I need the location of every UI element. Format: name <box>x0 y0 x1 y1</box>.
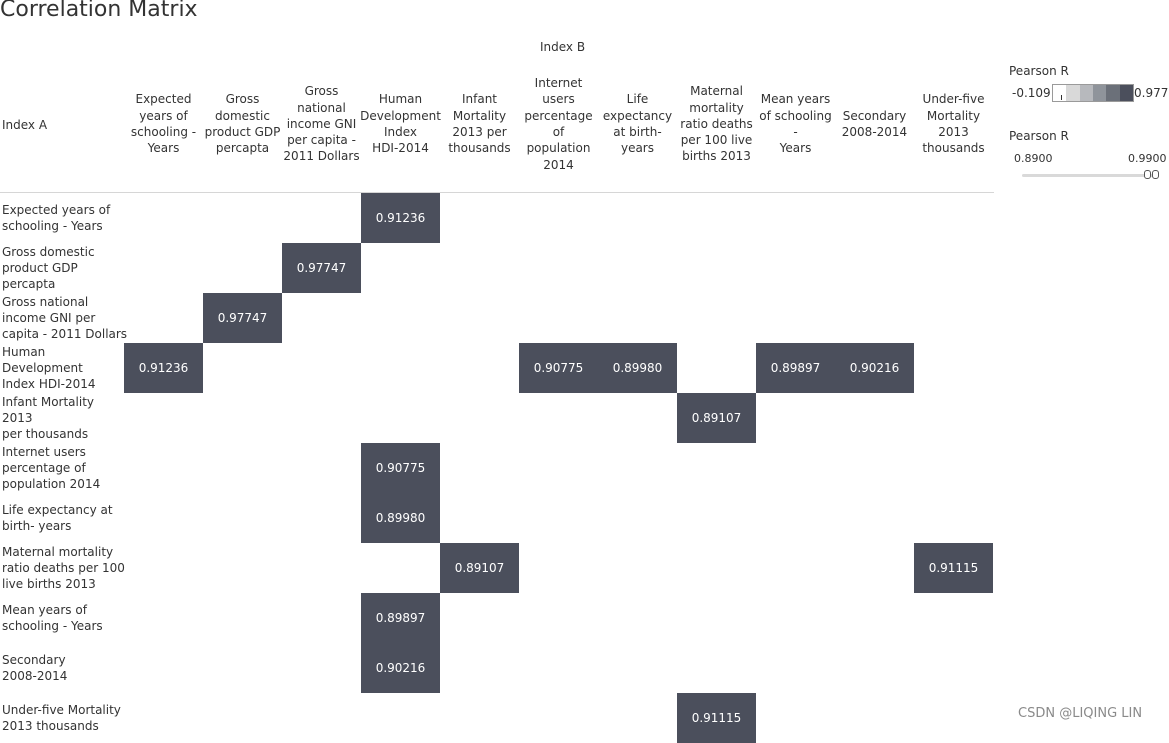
heatmap-cell[interactable]: 0.90216 <box>835 343 914 393</box>
column-header: Expected years of schooling - Years <box>130 92 197 156</box>
heatmap-cell[interactable]: 0.89897 <box>361 593 440 643</box>
heatmap-cell[interactable]: 0.90775 <box>519 343 598 393</box>
row-label: Human Development Index HDI-2014 <box>2 345 96 391</box>
heatmap-cell[interactable]: 0.89107 <box>677 393 756 443</box>
color-legend-swatch <box>1119 85 1133 101</box>
column-header: Maternal mortality ratio deaths per 100 … <box>680 84 753 164</box>
column-header: Human Development Index HDI-2014 <box>360 92 441 156</box>
column-header: Under-five Mortality 2013 thousands <box>922 92 985 156</box>
color-legend-max: 0.977 <box>1134 86 1169 100</box>
row-axis-title: Index A <box>2 118 48 132</box>
column-header: Infant Mortality 2013 per thousands <box>448 92 511 156</box>
color-legend-gradient[interactable] <box>1052 84 1134 102</box>
color-legend-swatch <box>1053 85 1067 101</box>
row-label: Life expectancy at birth- years <box>2 503 113 533</box>
header-divider <box>0 192 994 193</box>
row-label: Maternal mortality ratio deaths per 100 … <box>2 545 125 591</box>
heatmap-cell[interactable]: 0.97747 <box>203 293 282 343</box>
color-legend-swatch <box>1066 85 1080 101</box>
range-slider-track[interactable] <box>1022 174 1158 177</box>
row-label: Gross national income GNI per capita - 2… <box>2 295 128 341</box>
heatmap-cell[interactable]: 0.89980 <box>361 493 440 543</box>
color-legend-swatch <box>1092 85 1107 101</box>
row-label: Under-five Mortality 2013 thousands <box>2 703 121 733</box>
heatmap-cell[interactable]: 0.90216 <box>361 643 440 693</box>
range-slider-min-handle[interactable] <box>1144 170 1151 179</box>
color-legend-title: Pearson R <box>1009 64 1069 78</box>
column-header: Internet users percentage of population … <box>524 76 593 172</box>
heatmap-cell[interactable]: 0.91115 <box>677 693 756 743</box>
row-label: Gross domestic product GDP percapta <box>2 245 95 291</box>
heatmap-cell[interactable]: 0.91236 <box>361 193 440 243</box>
column-header: Mean years of schooling - Years <box>759 92 832 156</box>
heatmap-cell[interactable]: 0.91236 <box>124 343 203 393</box>
row-label: Infant Mortality 2013 per thousands <box>2 395 95 441</box>
column-header: Secondary 2008-2014 <box>841 108 908 139</box>
filter-max-value: 0.9900 <box>1128 152 1167 165</box>
watermark: CSDN @LIQING LIN <box>1018 706 1143 721</box>
column-header: Gross national income GNI per capita - 2… <box>283 84 360 164</box>
column-header: Gross domestic product GDP percapta <box>204 92 281 156</box>
heatmap-cell[interactable]: 0.97747 <box>282 243 361 293</box>
chart-title: Correlation Matrix <box>0 0 198 22</box>
heatmap-cell[interactable]: 0.89897 <box>756 343 835 393</box>
range-slider-max-handle[interactable] <box>1152 170 1159 179</box>
row-label: Mean years of schooling - Years <box>2 603 103 633</box>
color-legend-swatch <box>1106 85 1120 101</box>
heatmap-cell[interactable]: 0.89107 <box>440 543 519 593</box>
color-legend-swatch <box>1079 85 1093 101</box>
filter-title: Pearson R <box>1009 129 1069 143</box>
row-label: Internet users percentage of population … <box>2 445 101 491</box>
heatmap-cell[interactable]: 0.89980 <box>598 343 677 393</box>
heatmap-cell[interactable]: 0.90775 <box>361 443 440 493</box>
row-label: Expected years of schooling - Years <box>2 203 111 233</box>
column-axis-title: Index B <box>540 40 586 54</box>
column-header: Life expectancy at birth- years <box>602 92 673 156</box>
heatmap-cell[interactable]: 0.91115 <box>914 543 993 593</box>
color-legend-tick <box>1061 95 1062 100</box>
row-label: Secondary 2008-2014 <box>2 653 68 683</box>
filter-min-value: 0.8900 <box>1014 152 1053 165</box>
color-legend-min: -0.109 <box>1012 86 1051 100</box>
